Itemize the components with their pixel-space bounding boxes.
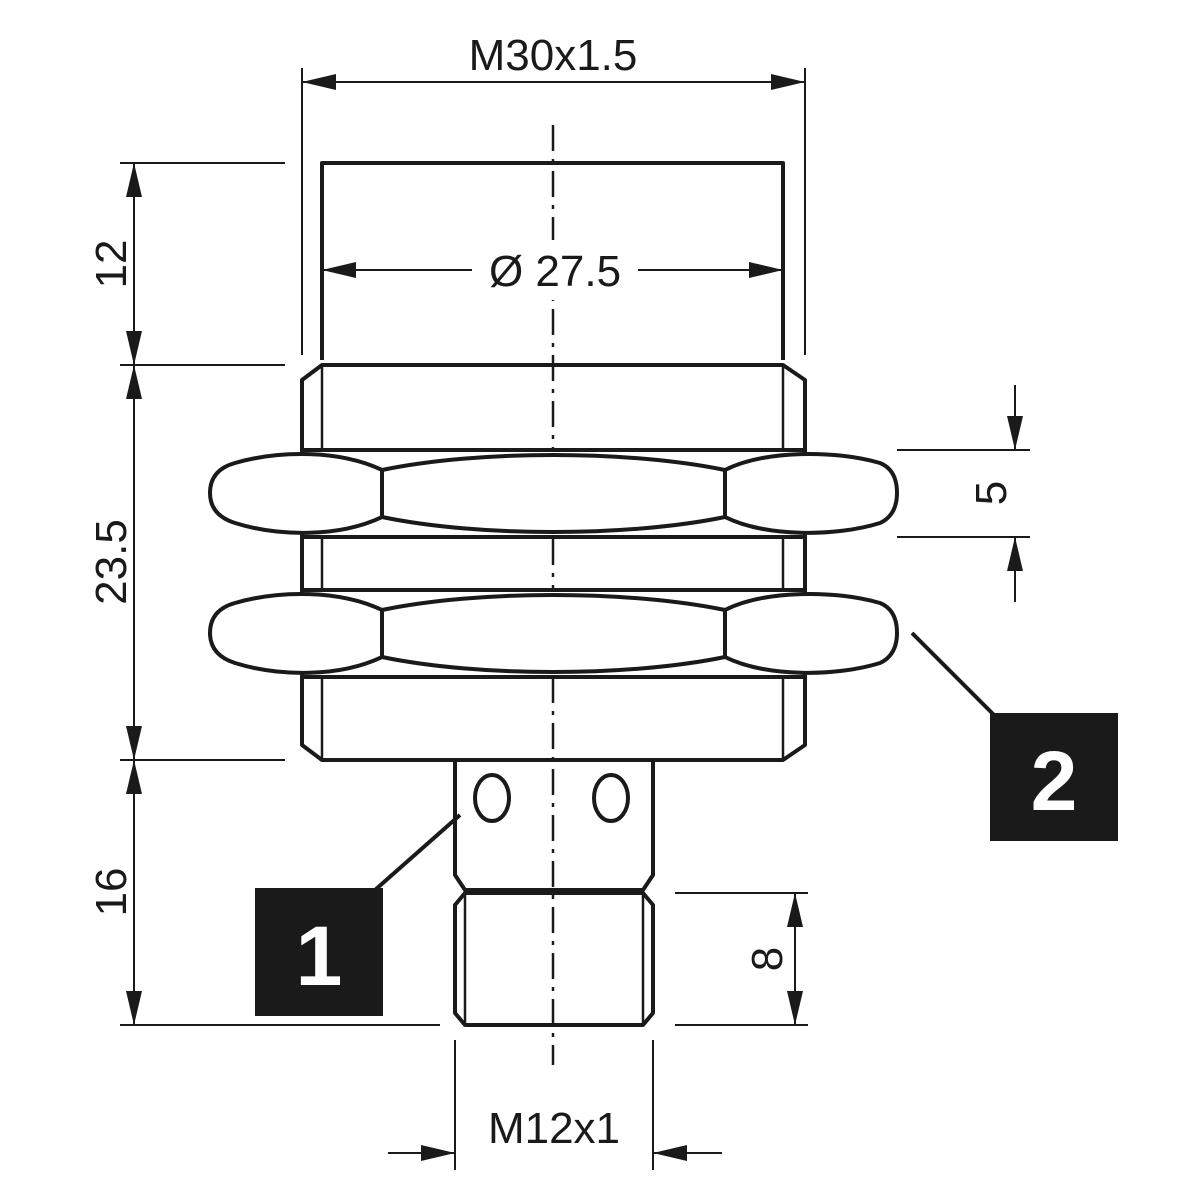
led-window xyxy=(592,773,630,823)
dimension-thread-main: M30x1.5 xyxy=(301,31,806,355)
lower-nut xyxy=(208,588,899,679)
dim-label-connector-length: 16 xyxy=(87,868,136,917)
dim-label-connector-thread: M12x1 xyxy=(488,1104,620,1153)
dim-label-cap-length: 12 xyxy=(87,240,136,289)
dimension-nut-thickness: 5 xyxy=(897,385,1030,602)
callout-1-label: 1 xyxy=(296,909,343,1003)
dim-label-nut-thickness: 5 xyxy=(967,481,1016,505)
upper-nut xyxy=(208,448,899,539)
dim-label-connector-thread-length: 8 xyxy=(743,947,792,971)
connector-housing xyxy=(453,760,655,892)
dim-label-thread-main: M30x1.5 xyxy=(469,31,638,80)
connector-thread xyxy=(453,891,655,1027)
dim-label-thread-length: 23.5 xyxy=(87,519,136,605)
dimension-connector-thread: M12x1 xyxy=(388,1040,722,1170)
dim-label-body-diameter: Ø 27.5 xyxy=(489,247,621,296)
callout-1: 1 xyxy=(255,813,462,1016)
sensing-cap xyxy=(320,161,785,360)
led-window xyxy=(473,773,511,823)
callout-2-label: 2 xyxy=(1031,734,1078,828)
dimension-body-diameter: Ø 27.5 xyxy=(322,240,783,300)
dimension-connector-thread-length: 8 xyxy=(675,892,808,1026)
dimension-left-stack: 12 23.5 16 xyxy=(87,162,440,1026)
callout-2: 2 xyxy=(910,631,1118,841)
